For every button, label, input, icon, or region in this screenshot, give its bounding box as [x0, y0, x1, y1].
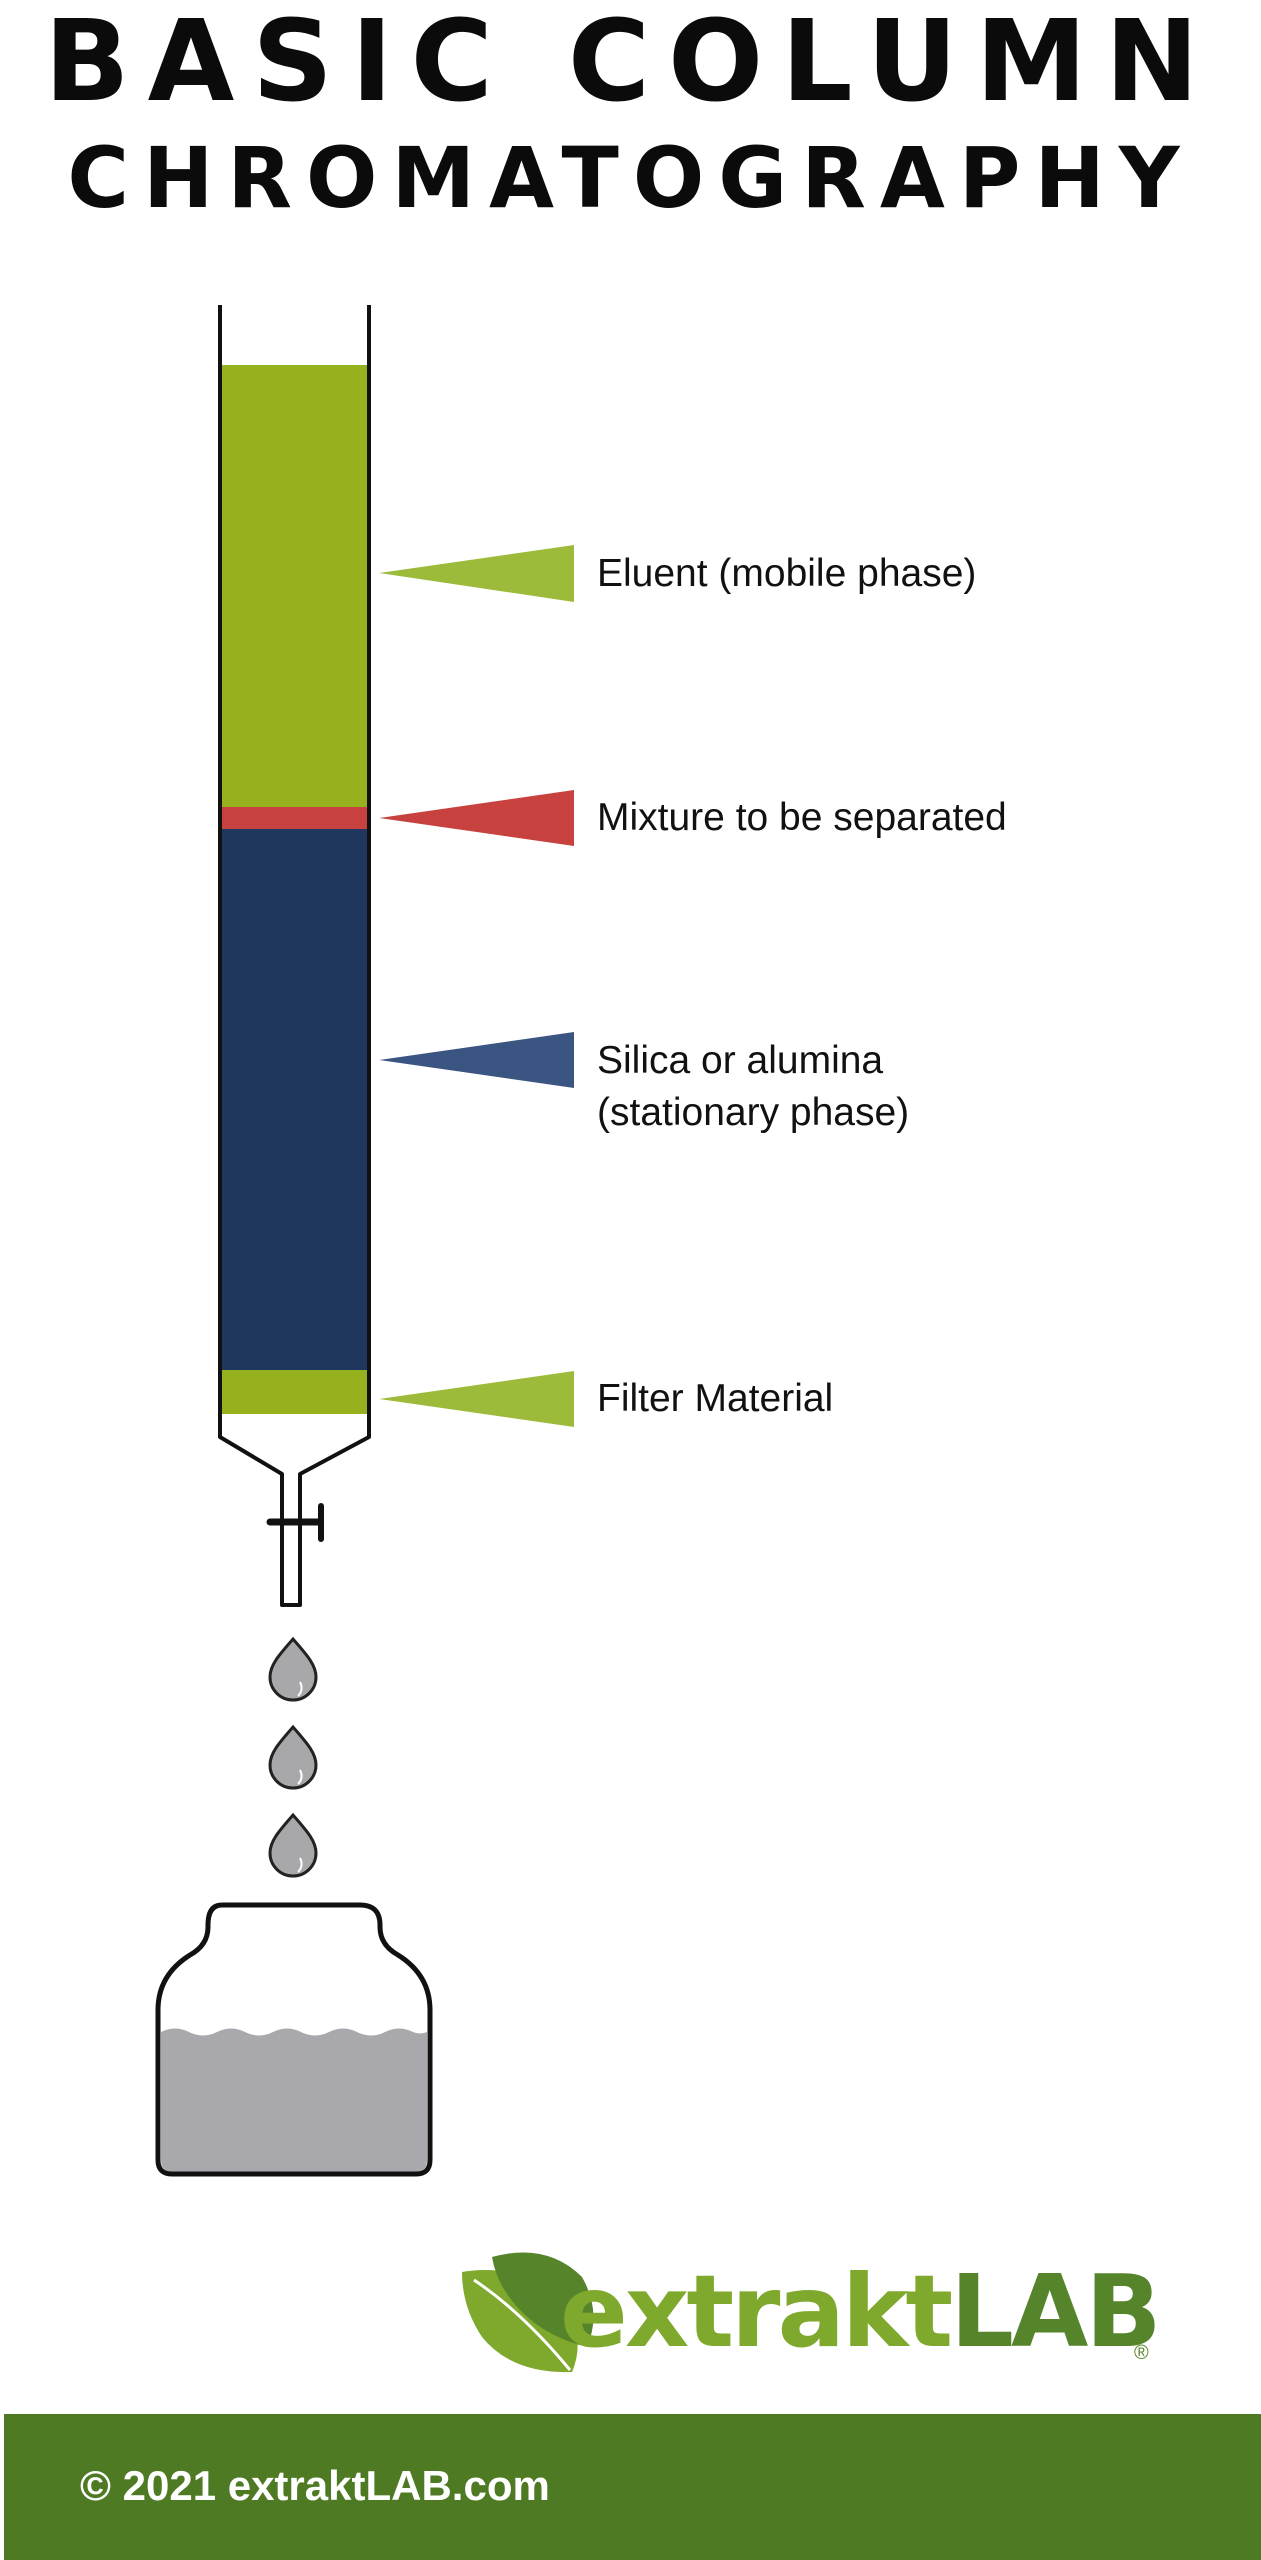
eluent-label: Eluent (mobile phase): [597, 552, 977, 595]
chromatography-diagram: [155, 305, 574, 2177]
filter-pointer: [379, 1371, 574, 1427]
logo-wordmark: extraktLAB: [560, 2253, 1162, 2370]
filter-material-label: Filter Material: [597, 1377, 834, 1420]
collection-jar: [155, 1902, 433, 2177]
mixture-pointer: [379, 790, 574, 846]
title-line-1: BASIC COLUMN: [44, 0, 1217, 127]
mixture-label: Mixture to be separated: [597, 796, 1007, 839]
drop: [268, 1724, 318, 1790]
collected-liquid: [161, 2028, 427, 2172]
stationary-phase-label-line-1: Silica or alumina: [597, 1039, 884, 1082]
drop: [268, 1636, 318, 1702]
leaf-icon: [462, 2252, 594, 2373]
stationary-pointer: [379, 1032, 574, 1088]
footer-bar: © 2021 extraktLAB.com: [4, 2414, 1261, 2560]
stationary-phase-label: Silica or alumina (stationary phase): [597, 1035, 909, 1139]
stationary-phase-layer: [222, 829, 367, 1370]
footer-copyright: © 2021 extraktLAB.com: [80, 2462, 550, 2509]
title-line-2: CHROMATOGRAPHY: [67, 129, 1194, 227]
eluent-layer: [222, 365, 367, 807]
mixture-layer: [222, 807, 367, 829]
column-outline: [218, 305, 371, 1607]
stationary-phase-label-line-2: (stationary phase): [597, 1091, 910, 1134]
stopcock: [266, 1503, 324, 1542]
filter-material-layer: [222, 1370, 367, 1414]
extraktlab-logo: extraktLAB ®: [452, 2242, 1172, 2382]
registered-mark: ®: [1134, 2342, 1149, 2364]
eluent-pointer: [379, 545, 574, 602]
drop: [268, 1812, 318, 1878]
